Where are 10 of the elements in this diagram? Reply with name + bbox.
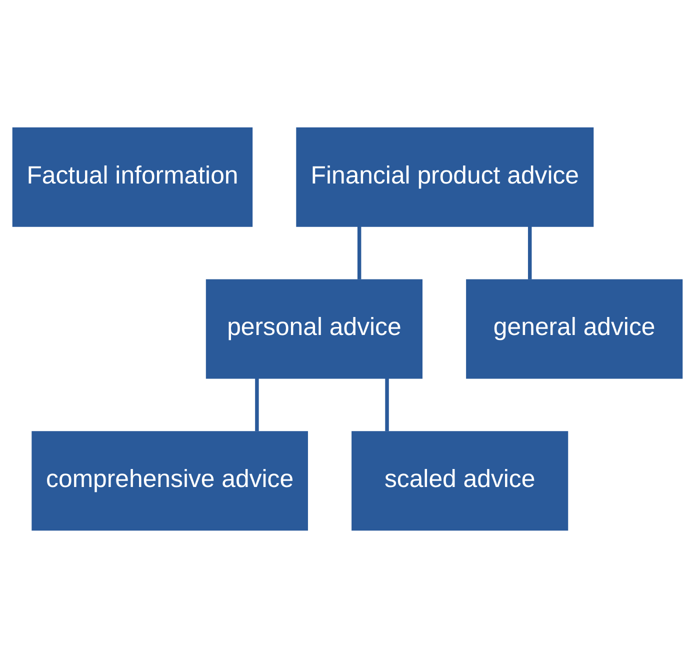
node-box: Financial product advice [296, 126, 594, 226]
connector [255, 378, 259, 431]
node-box: personal advice [206, 278, 422, 378]
connector [357, 226, 362, 279]
node-box: Factual information [12, 126, 253, 226]
node-box: comprehensive advice [32, 430, 308, 530]
node-box: general advice [466, 278, 683, 378]
connector [528, 226, 532, 279]
connector [385, 378, 389, 431]
node-box: scaled advice [352, 430, 568, 530]
